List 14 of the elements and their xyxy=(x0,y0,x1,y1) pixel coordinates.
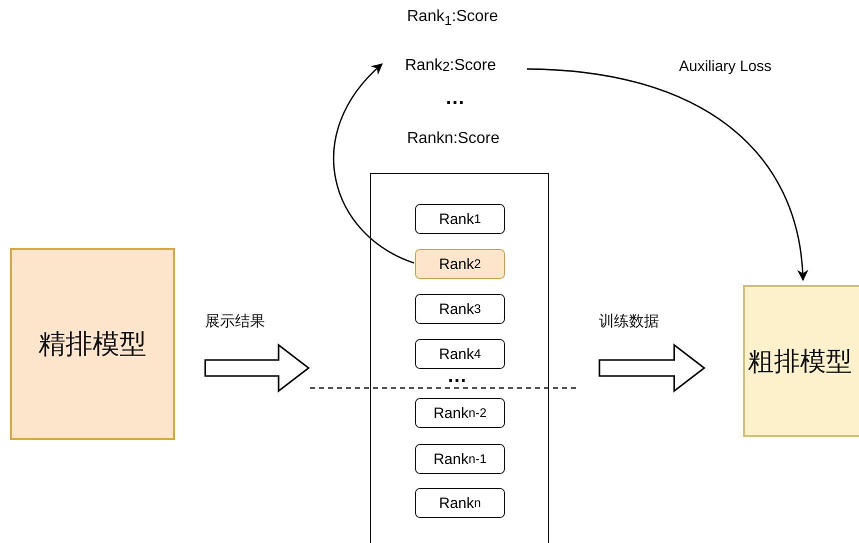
curved-arrow xyxy=(526,68,808,282)
ellipsis: … xyxy=(445,88,465,108)
model-box: 精排模型 xyxy=(10,248,175,440)
score-text: Rankn:Score xyxy=(407,131,500,147)
arrow-label: 展示结果 xyxy=(205,312,265,331)
list-panel xyxy=(370,173,549,543)
block-arrow xyxy=(204,343,310,393)
edge-label: Auxiliary Loss xyxy=(679,58,772,75)
arrow-label: 训练数据 xyxy=(599,312,659,331)
curved-arrow xyxy=(332,63,414,264)
block-arrow xyxy=(598,343,706,393)
score-text: Rank$_{1}$:Score xyxy=(407,9,498,28)
ellipsis: … xyxy=(447,366,467,386)
model-box: 粗排模型 xyxy=(743,285,859,437)
